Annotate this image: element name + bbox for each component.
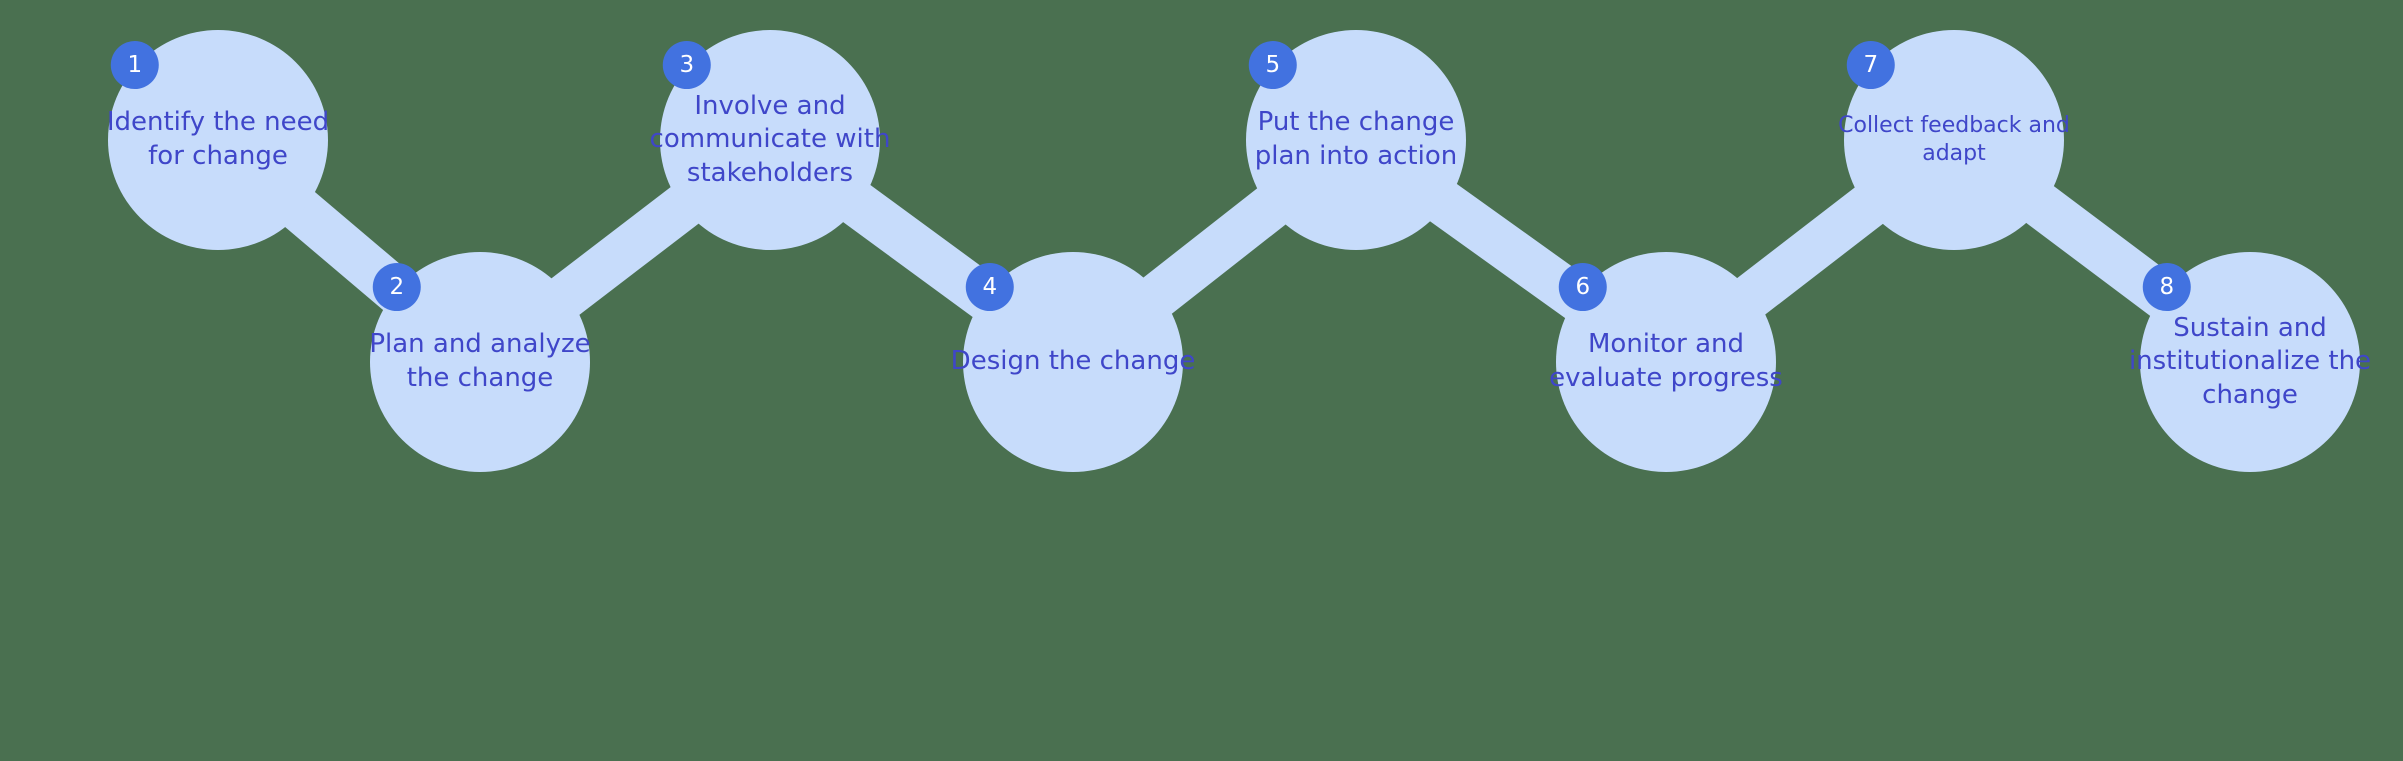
node-circle-7[interactable] <box>1844 30 2064 250</box>
badge-circle-2[interactable] <box>372 263 421 312</box>
node-circle-6[interactable] <box>1556 252 1776 472</box>
badge-circle-8[interactable] <box>2142 263 2191 312</box>
badge-circle-group <box>110 41 2191 312</box>
badge-circle-3[interactable] <box>662 41 711 90</box>
node-circle-3[interactable] <box>660 30 880 250</box>
node-circle-5[interactable] <box>1246 30 1466 250</box>
badge-circle-4[interactable] <box>965 263 1014 312</box>
badge-circle-1[interactable] <box>110 41 159 90</box>
node-circle-group <box>108 30 2360 472</box>
node-circle-4[interactable] <box>963 252 1183 472</box>
node-circle-8[interactable] <box>2140 252 2360 472</box>
node-circle-1[interactable] <box>108 30 328 250</box>
badge-circle-6[interactable] <box>1558 263 1607 312</box>
badge-circle-5[interactable] <box>1248 41 1297 90</box>
node-circle-2[interactable] <box>370 252 590 472</box>
badge-circle-7[interactable] <box>1846 41 1895 90</box>
